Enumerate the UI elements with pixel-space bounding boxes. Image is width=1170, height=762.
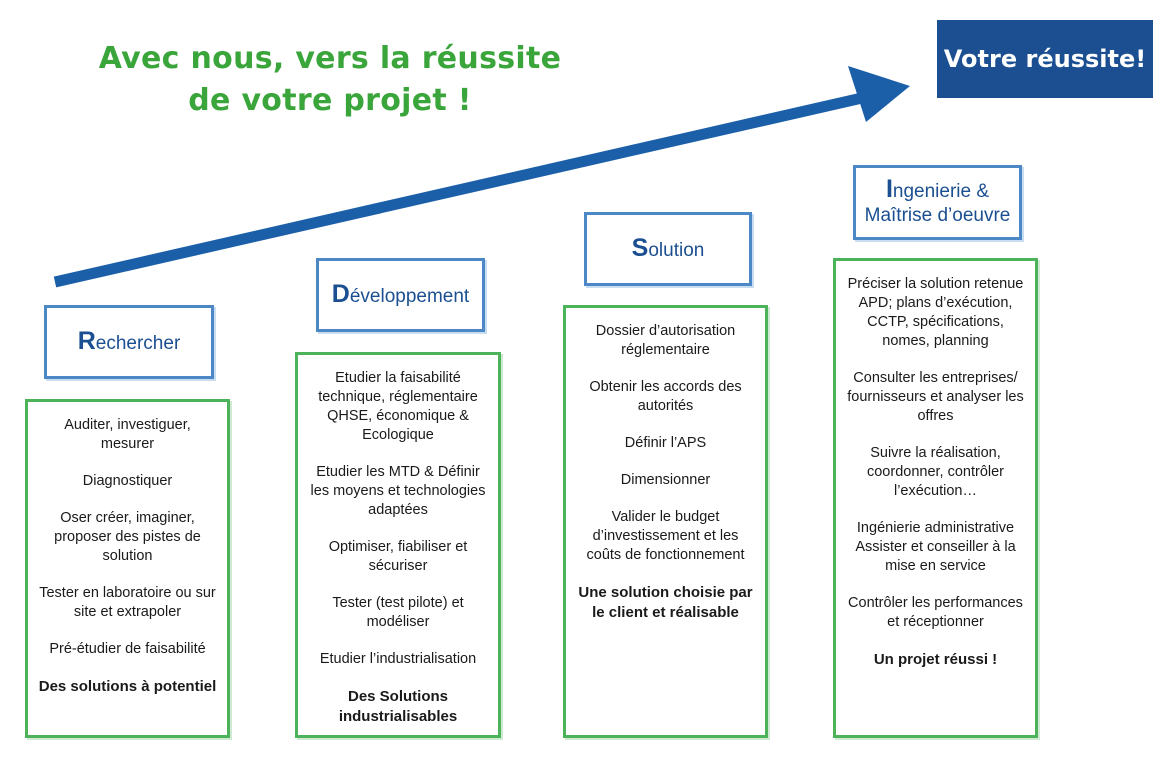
list-item: Oser créer, imaginer, proposer des piste…: [54, 510, 201, 564]
list-item: Optimiser, fiabiliser et sécuriser: [328, 539, 468, 574]
list-item: Etudier les MTD & Définir les moyens et …: [310, 464, 486, 518]
goal-label: Votre réussite!: [943, 45, 1147, 73]
stage-initial: S: [631, 233, 649, 262]
list-item: Etudier l’industrialisation: [319, 651, 477, 667]
stage-content-ingenierie: Préciser la solution retenue APD; plans …: [833, 258, 1038, 738]
list-item: Auditer, investiguer, mesurer: [64, 417, 191, 452]
stage-content-rechercher: Auditer, investiguer, mesurer Diagnostiq…: [25, 399, 230, 738]
stage-title-text: olution: [648, 239, 705, 261]
stage-initial: D: [331, 279, 350, 308]
list-item: Suivre la réalisation, coordonner, contr…: [866, 445, 1005, 499]
stage-title-solution: Solution: [584, 212, 752, 286]
stage-result: Une solution choisie par le client et ré…: [578, 584, 753, 621]
stage-title-ingenierie: Ingenierie & Maîtrise d’oeuvre: [853, 165, 1022, 240]
stage-result: Des solutions à potentiel: [38, 678, 217, 695]
list-item: Valider le budget d’investissement et le…: [586, 509, 745, 563]
list-item: Tester en laboratoire ou sur site et ext…: [39, 585, 216, 620]
stage-content-solution: Dossier d’autorisation réglementaire Obt…: [563, 305, 768, 738]
stage-title-text: éveloppement: [349, 285, 470, 307]
list-item: Préciser la solution retenue APD; plans …: [847, 276, 1024, 349]
stage-initial: I: [885, 175, 893, 203]
list-item: Ingénierie administrative Assister et co…: [855, 520, 1016, 574]
list-item: Dossier d’autorisation réglementaire: [595, 323, 736, 358]
stage-title-line-2: Maîtrise d’oeuvre: [864, 205, 1011, 226]
list-item: Obtenir les accords des autorités: [589, 379, 742, 414]
headline: Avec nous, vers la réussite de votre pro…: [95, 38, 565, 122]
list-item: Définir l’APS: [624, 435, 707, 451]
list-item: Tester (test pilote) et modéliser: [332, 595, 464, 630]
stage-result: Un projet réussi !: [873, 651, 998, 668]
headline-line-1: Avec nous, vers la réussite: [98, 41, 562, 76]
list-item: Consulter les entreprises/ fournisseurs …: [847, 370, 1024, 424]
stage-title-developpement: Développement: [316, 258, 485, 332]
goal-box: Votre réussite!: [937, 20, 1153, 98]
headline-line-2: de votre projet !: [188, 83, 472, 118]
stage-title-rechercher: Rechercher: [44, 305, 214, 379]
list-item: Dimensionner: [620, 472, 711, 488]
list-item: Pré-étudier de faisabilité: [49, 641, 206, 657]
list-item: Contrôler les performances et réceptionn…: [848, 595, 1023, 630]
list-item: Diagnostiquer: [82, 473, 173, 489]
stage-result: Des Solutions industrialisables: [338, 688, 458, 725]
list-item: Etudier la faisabilité technique, réglem…: [318, 370, 478, 443]
stage-title-text: echercher: [95, 332, 181, 354]
stage-content-developpement: Etudier la faisabilité technique, réglem…: [295, 352, 501, 738]
stage-title-text: ngenierie &: [892, 181, 990, 202]
stage-initial: R: [77, 326, 96, 355]
